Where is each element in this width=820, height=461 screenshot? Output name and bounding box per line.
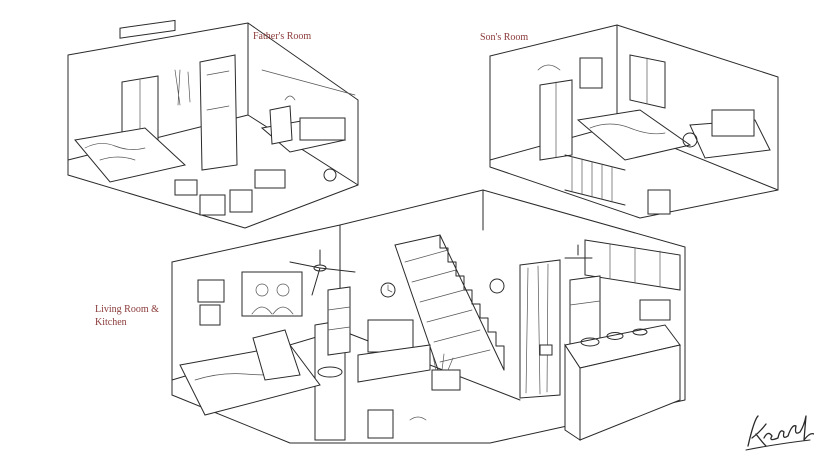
sofa xyxy=(179,344,321,416)
chair xyxy=(269,105,293,145)
door xyxy=(199,54,238,171)
father-room-label: Father's Room xyxy=(253,31,312,42)
air-conditioner xyxy=(119,19,176,39)
monitor xyxy=(299,117,346,141)
plant-pot xyxy=(431,369,461,391)
wall-cabinet xyxy=(197,279,225,303)
fan xyxy=(682,132,698,148)
armchair xyxy=(252,329,301,381)
bed xyxy=(576,109,692,161)
kitchen-fan xyxy=(564,244,593,259)
staircase xyxy=(394,234,505,391)
box xyxy=(199,194,226,216)
monitor xyxy=(711,109,755,137)
living-kitchen-drawing xyxy=(171,189,686,444)
bed xyxy=(74,127,187,183)
bookshelf xyxy=(327,286,351,356)
box xyxy=(647,189,671,215)
plate-rack xyxy=(632,328,648,336)
tv-stand xyxy=(254,169,286,189)
box xyxy=(174,179,198,196)
kitchen-doorway xyxy=(519,259,561,399)
microwave xyxy=(639,299,671,321)
side-table xyxy=(317,366,343,378)
tv-console xyxy=(357,344,431,383)
window xyxy=(629,54,666,109)
railing xyxy=(564,154,626,206)
ceiling-fan xyxy=(289,249,356,296)
wall-frame xyxy=(489,278,505,294)
fan xyxy=(323,168,337,182)
cooking-pot xyxy=(580,337,600,347)
stool xyxy=(367,409,394,439)
television xyxy=(367,319,414,353)
wall-clock xyxy=(380,282,396,298)
pan xyxy=(606,332,624,340)
box xyxy=(229,189,253,213)
son-room-label: Son's Room xyxy=(480,32,529,43)
wall-frame xyxy=(579,57,603,89)
family-portrait xyxy=(241,271,303,317)
refrigerator xyxy=(569,275,601,346)
son-room-drawing xyxy=(489,24,779,219)
father-room-drawing xyxy=(67,19,359,229)
artist-signature-logo xyxy=(745,415,814,451)
kitchen-cabinets xyxy=(584,239,681,291)
floor-item xyxy=(539,344,553,356)
living-room-kitchen-label: Living Room & Kitchen xyxy=(95,304,159,328)
calendar xyxy=(199,304,221,326)
